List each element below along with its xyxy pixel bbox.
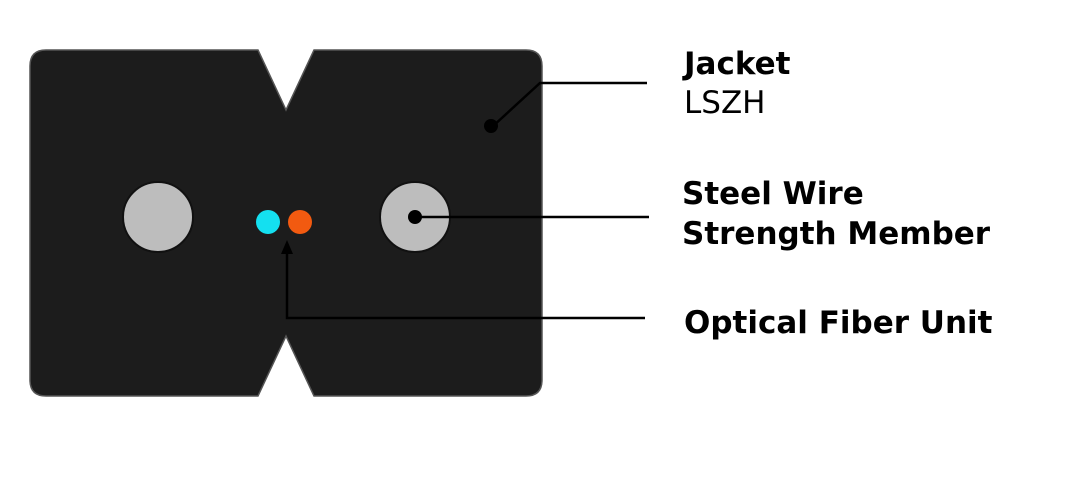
leader-lines (285, 81, 649, 320)
fiber-unit-arrowhead (281, 240, 293, 254)
cable-jacket (29, 49, 543, 397)
optical-fiber-orange (288, 210, 312, 234)
fiber-unit-leader-line (285, 252, 645, 320)
strength-member-label-line1: Steel Wire (682, 176, 864, 212)
optical-fiber-blue (256, 210, 280, 234)
strength-member-leader-dot (408, 210, 422, 224)
strength-member-label-line2: Strength Member (682, 216, 991, 252)
fiber-unit-label: Optical Fiber Unit (684, 305, 993, 341)
jacket-leader-dot (484, 119, 498, 133)
jacket-material-label: LSZH (684, 85, 766, 121)
strength-member-left (122, 181, 194, 253)
jacket-leader-line (491, 81, 647, 128)
jacket-label: Jacket (682, 46, 791, 82)
